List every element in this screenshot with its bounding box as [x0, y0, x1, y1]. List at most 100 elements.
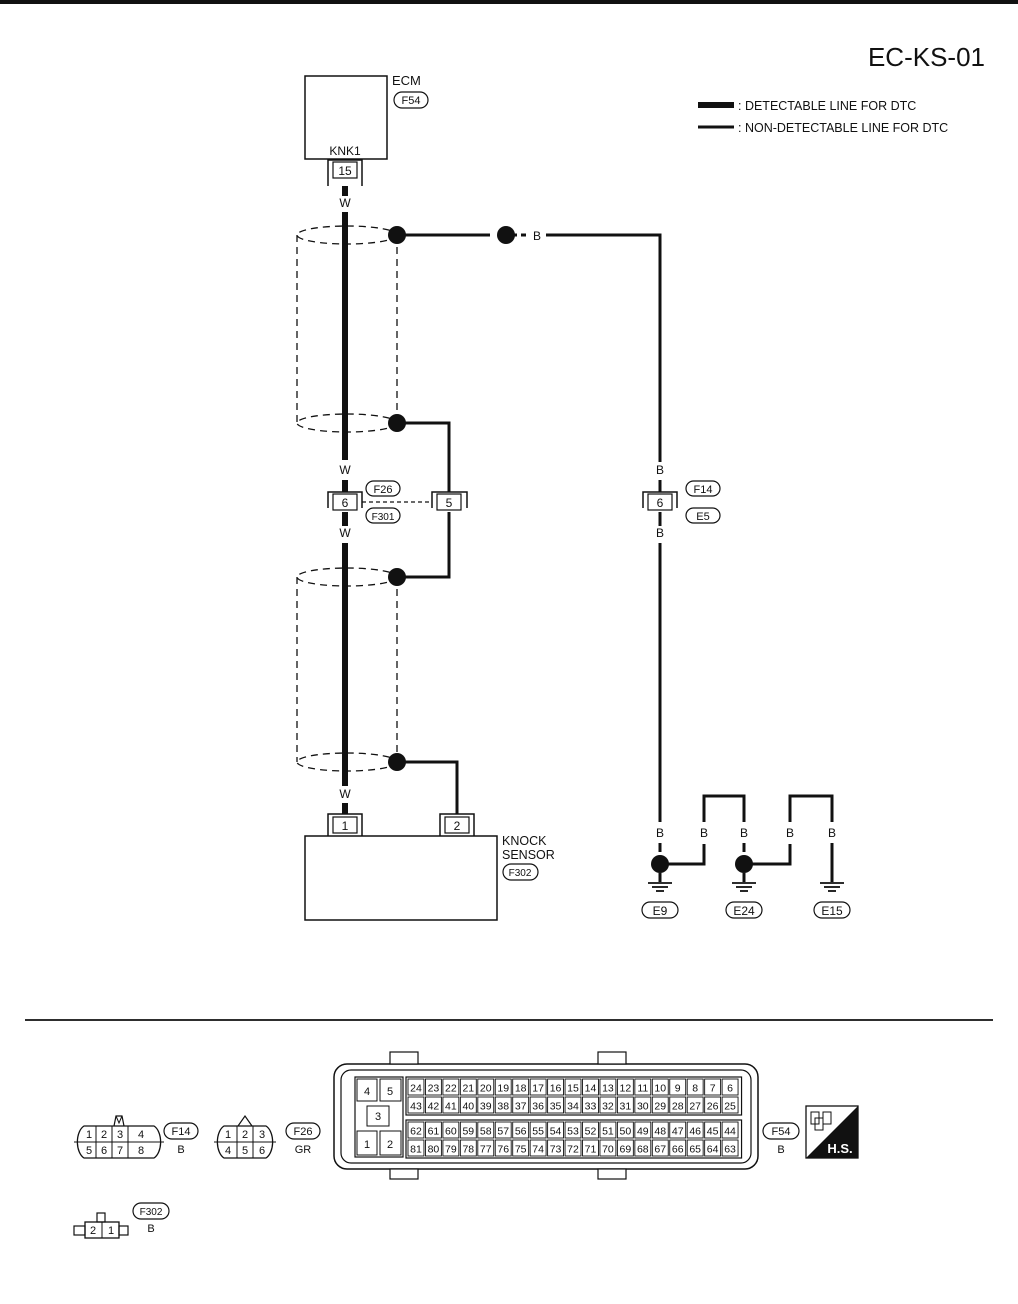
f54-pin: 33 [585, 1101, 597, 1113]
f54-pin: 52 [585, 1126, 597, 1138]
f54-pin-cell [721, 1096, 739, 1114]
f302-pin: 1 [108, 1225, 114, 1237]
f54-pin: 53 [567, 1126, 579, 1138]
f54-pin-cell [599, 1121, 617, 1139]
f54-pin-cell [616, 1078, 634, 1096]
f54-connector-id: F54 [772, 1126, 791, 1138]
legend-nondetectable-label: : NON-DETECTABLE LINE FOR DTC [738, 121, 948, 135]
f54-pin-cell [686, 1078, 704, 1096]
ecm-box [304, 75, 388, 160]
f54-pin: 34 [567, 1101, 579, 1113]
legend-detectable-label: : DETECTABLE LINE FOR DTC [738, 99, 916, 113]
f54-pin-cell [704, 1139, 722, 1157]
f54-pin-cell [634, 1096, 652, 1114]
f54-pin-cell [651, 1139, 669, 1157]
f54-pin: 16 [550, 1083, 562, 1095]
f54-pin-cell [704, 1121, 722, 1139]
f54-pin-cell [442, 1096, 460, 1114]
junction-right-connector-bottom: E5 [696, 511, 709, 523]
wire-color-b-g3: B [740, 826, 748, 840]
f26-pin: 2 [242, 1129, 248, 1141]
f54-pin: 39 [480, 1101, 492, 1113]
knock-sensor-box [304, 835, 498, 921]
f54-pin-cell [669, 1121, 687, 1139]
f54-pin-cell [599, 1078, 617, 1096]
f54-pin-cell [529, 1096, 547, 1114]
splice-dot [497, 226, 515, 244]
f54-pin: 81 [410, 1144, 422, 1156]
wire-color-b-g4: B [786, 826, 794, 840]
junction-f14-e5: B 6 F14 E5 B [642, 463, 721, 822]
splice-dot [388, 753, 406, 771]
splice-dot [388, 568, 406, 586]
knock-sensor-label-1: KNOCK [502, 834, 547, 848]
f54-pin-cell [547, 1078, 564, 1096]
ecm-pin-number: 15 [338, 164, 352, 178]
f54-pin: 27 [689, 1101, 701, 1113]
f54-pin-cell [494, 1139, 512, 1157]
f54-pin: 19 [497, 1083, 509, 1095]
f54-pin-cell [442, 1078, 460, 1096]
f54-pin-cell [721, 1078, 739, 1096]
wire-color-b-g5: B [828, 826, 836, 840]
f54-pin-cell [407, 1121, 425, 1139]
wire-color-b-j1: B [656, 463, 664, 477]
f54-pin-cell [529, 1121, 547, 1139]
f54-pin: 54 [550, 1126, 562, 1138]
f54-pin-cell [582, 1139, 599, 1157]
ground-label-e24: E24 [733, 904, 755, 918]
f54-pin: 28 [672, 1101, 684, 1113]
f54-pin-cell [651, 1121, 669, 1139]
f14-connector-id: F14 [172, 1126, 191, 1138]
f54-pin: 79 [445, 1144, 457, 1156]
f54-pin-cell [425, 1139, 442, 1157]
f54-pin: 56 [515, 1126, 527, 1138]
wire-color-w-4: W [339, 787, 351, 801]
f54-pin-cell [686, 1096, 704, 1114]
f54-pin: 7 [710, 1083, 716, 1095]
connector-f14-face: 1 2 3 4 5 6 7 8 F14 B [74, 1115, 199, 1159]
f54-pin-cell [512, 1139, 530, 1157]
f54-pin-cell [616, 1139, 634, 1157]
f54-pin: 3 [375, 1111, 381, 1123]
f54-pin: 26 [707, 1101, 719, 1113]
f14-pin: 3 [117, 1129, 123, 1141]
f54-pin: 69 [620, 1144, 632, 1156]
f26-pin: 4 [225, 1145, 231, 1157]
f26-pin: 5 [242, 1145, 248, 1157]
f54-pin: 70 [602, 1144, 614, 1156]
f54-pin-cell [494, 1078, 512, 1096]
f54-pin-cell [669, 1096, 687, 1114]
f54-pin-cell [686, 1139, 704, 1157]
ecm-label: ECM [392, 73, 421, 88]
f54-pin-cell [564, 1139, 582, 1157]
f54-pin: 59 [462, 1126, 474, 1138]
f54-pin-cell [494, 1121, 512, 1139]
f54-pin: 4 [364, 1086, 370, 1098]
f54-pin-cell [564, 1096, 582, 1114]
f54-pin: 44 [724, 1126, 736, 1138]
f26-pin: 3 [259, 1129, 265, 1141]
f54-pin: 9 [675, 1083, 681, 1095]
ground-label-e15: E15 [821, 904, 843, 918]
f54-pin: 61 [428, 1126, 440, 1138]
f54-pin: 71 [585, 1144, 597, 1156]
junction-right-connector-top: F14 [694, 484, 713, 496]
f54-pin: 43 [410, 1101, 422, 1113]
f54-pin-block [405, 1076, 743, 1116]
splice-dots [388, 226, 515, 771]
f54-pin-cell [686, 1121, 704, 1139]
f54-pin: 25 [724, 1101, 736, 1113]
connector-f26-face: 1 2 3 4 5 6 F26 GR [214, 1114, 321, 1159]
knock-sensor-pin1: 1 [342, 819, 349, 833]
wire-color-w-1: W [339, 196, 351, 210]
f54-pin: 38 [497, 1101, 509, 1113]
f54-pin-cell [477, 1121, 495, 1139]
f54-pin: 37 [515, 1101, 527, 1113]
f54-pin: 76 [497, 1144, 509, 1156]
f14-connector-color: B [177, 1144, 184, 1156]
junction-connector-bottom: F301 [372, 512, 395, 523]
junction-pin-signal: 6 [342, 496, 349, 510]
f54-pin-cell [407, 1078, 425, 1096]
